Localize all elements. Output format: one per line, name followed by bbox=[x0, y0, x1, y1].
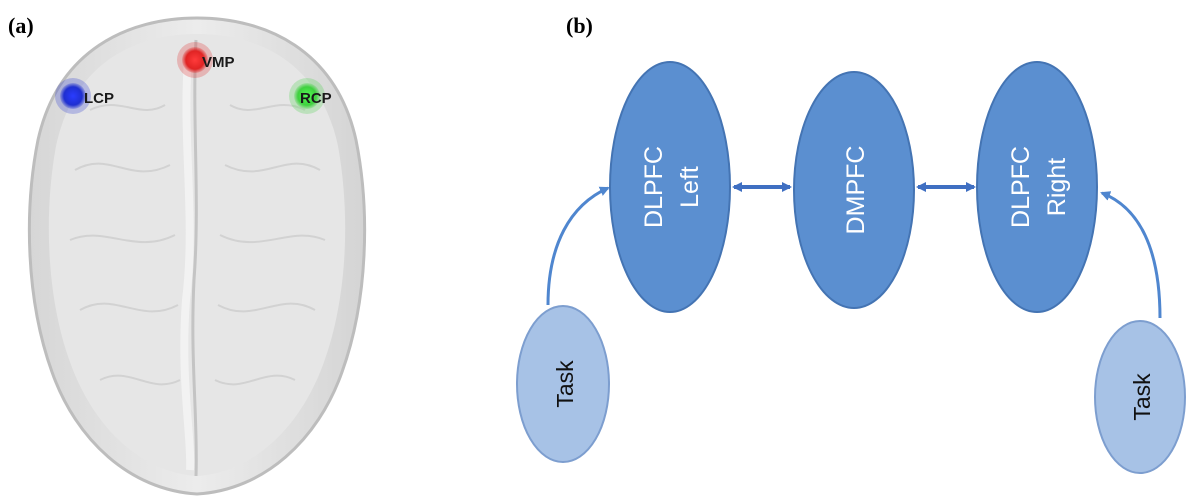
node-dlpfc-right-shape bbox=[976, 61, 1098, 313]
channel-lcp-label: LCP bbox=[84, 90, 114, 107]
arrow-task-left-to-dlpfc-left bbox=[546, 186, 610, 306]
node-task-left-label: Task bbox=[552, 360, 578, 408]
panel-b: (b) DLPFC Left DMPFC DLPFC Right Task bbox=[516, 13, 1186, 474]
node-dlpfc-left: DLPFC Left bbox=[609, 61, 731, 313]
node-dmpfc-shape bbox=[793, 71, 915, 309]
channel-rcp: RCP bbox=[289, 78, 332, 114]
brain-midline bbox=[191, 39, 198, 477]
panel-a: (a) bbox=[8, 13, 367, 496]
node-dmpfc-label: DMPFC bbox=[842, 146, 870, 235]
node-task-left-shape bbox=[516, 305, 610, 463]
node-dlpfc-right: DLPFC Right bbox=[976, 61, 1098, 313]
brain-gyri bbox=[69, 104, 326, 386]
node-task-left: Task bbox=[516, 305, 610, 463]
node-task-right: Task bbox=[1094, 320, 1186, 474]
channel-rcp-dot bbox=[294, 83, 320, 109]
node-task-right-shape bbox=[1094, 320, 1186, 474]
channel-lcp: LCP bbox=[55, 78, 114, 114]
channel-vmp-label: VMP bbox=[202, 54, 235, 71]
node-dlpfc-left-shape bbox=[609, 61, 731, 313]
channel-vmp-dot bbox=[182, 47, 208, 73]
brain-top-view bbox=[27, 16, 367, 496]
brain-midline-highlight bbox=[180, 59, 195, 471]
node-dlpfc-left-label-2: Left bbox=[676, 166, 704, 208]
arrow-task-right-to-dlpfc-right bbox=[1100, 191, 1162, 319]
node-dmpfc: DMPFC bbox=[793, 71, 915, 309]
brain-inner bbox=[48, 34, 346, 476]
node-dlpfc-left-label-1: DLPFC bbox=[640, 146, 668, 228]
channel-rcp-label: RCP bbox=[300, 90, 332, 107]
node-dlpfc-right-label-2: Right bbox=[1043, 158, 1071, 216]
node-dlpfc-right-label-1: DLPFC bbox=[1007, 146, 1035, 228]
node-task-right-label: Task bbox=[1129, 373, 1155, 421]
channel-lcp-dot bbox=[60, 83, 86, 109]
channel-vmp: VMP bbox=[177, 42, 235, 78]
panel-a-label: (a) bbox=[8, 13, 34, 38]
panel-b-label: (b) bbox=[566, 13, 593, 38]
